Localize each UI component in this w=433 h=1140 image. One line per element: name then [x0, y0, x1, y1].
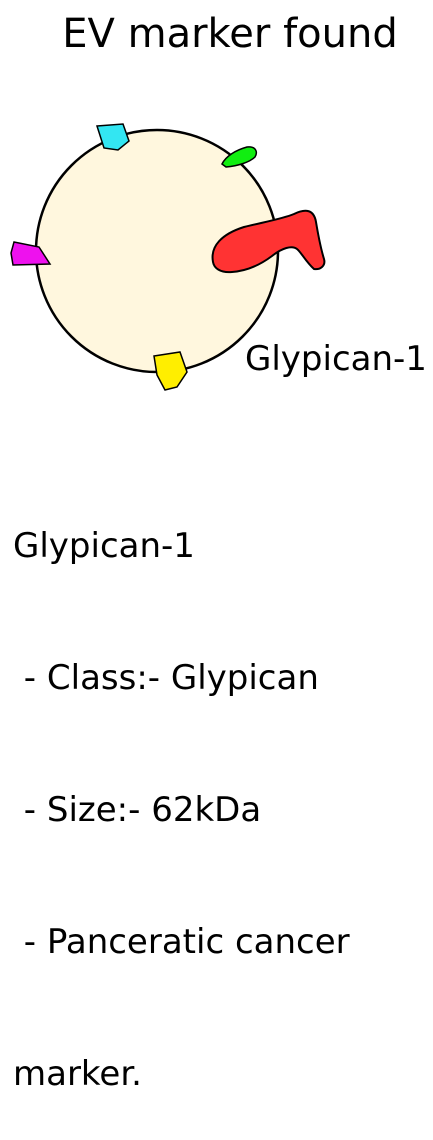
- page-title: EV marker found: [62, 11, 398, 57]
- marker-label: Glypican-1: [245, 339, 427, 379]
- green-protein-shape: [221, 146, 258, 168]
- magenta-protein-shape: [10, 241, 52, 266]
- glypican-marker-shape: [211, 209, 326, 274]
- info-note-line2: marker.: [13, 1054, 142, 1094]
- cyan-protein-shape: [95, 123, 130, 151]
- ev-diagram: [10, 123, 326, 391]
- yellow-protein-shape: [153, 351, 188, 391]
- marker-info: Glypican-1 - Class:- Glypican - Size:- 6…: [13, 436, 350, 1140]
- info-note-line1: - Panceratic cancer: [13, 922, 350, 962]
- info-size: - Size:- 62kDa: [13, 790, 262, 830]
- info-name: Glypican-1: [13, 526, 195, 566]
- info-class: - Class:- Glypican: [13, 658, 319, 698]
